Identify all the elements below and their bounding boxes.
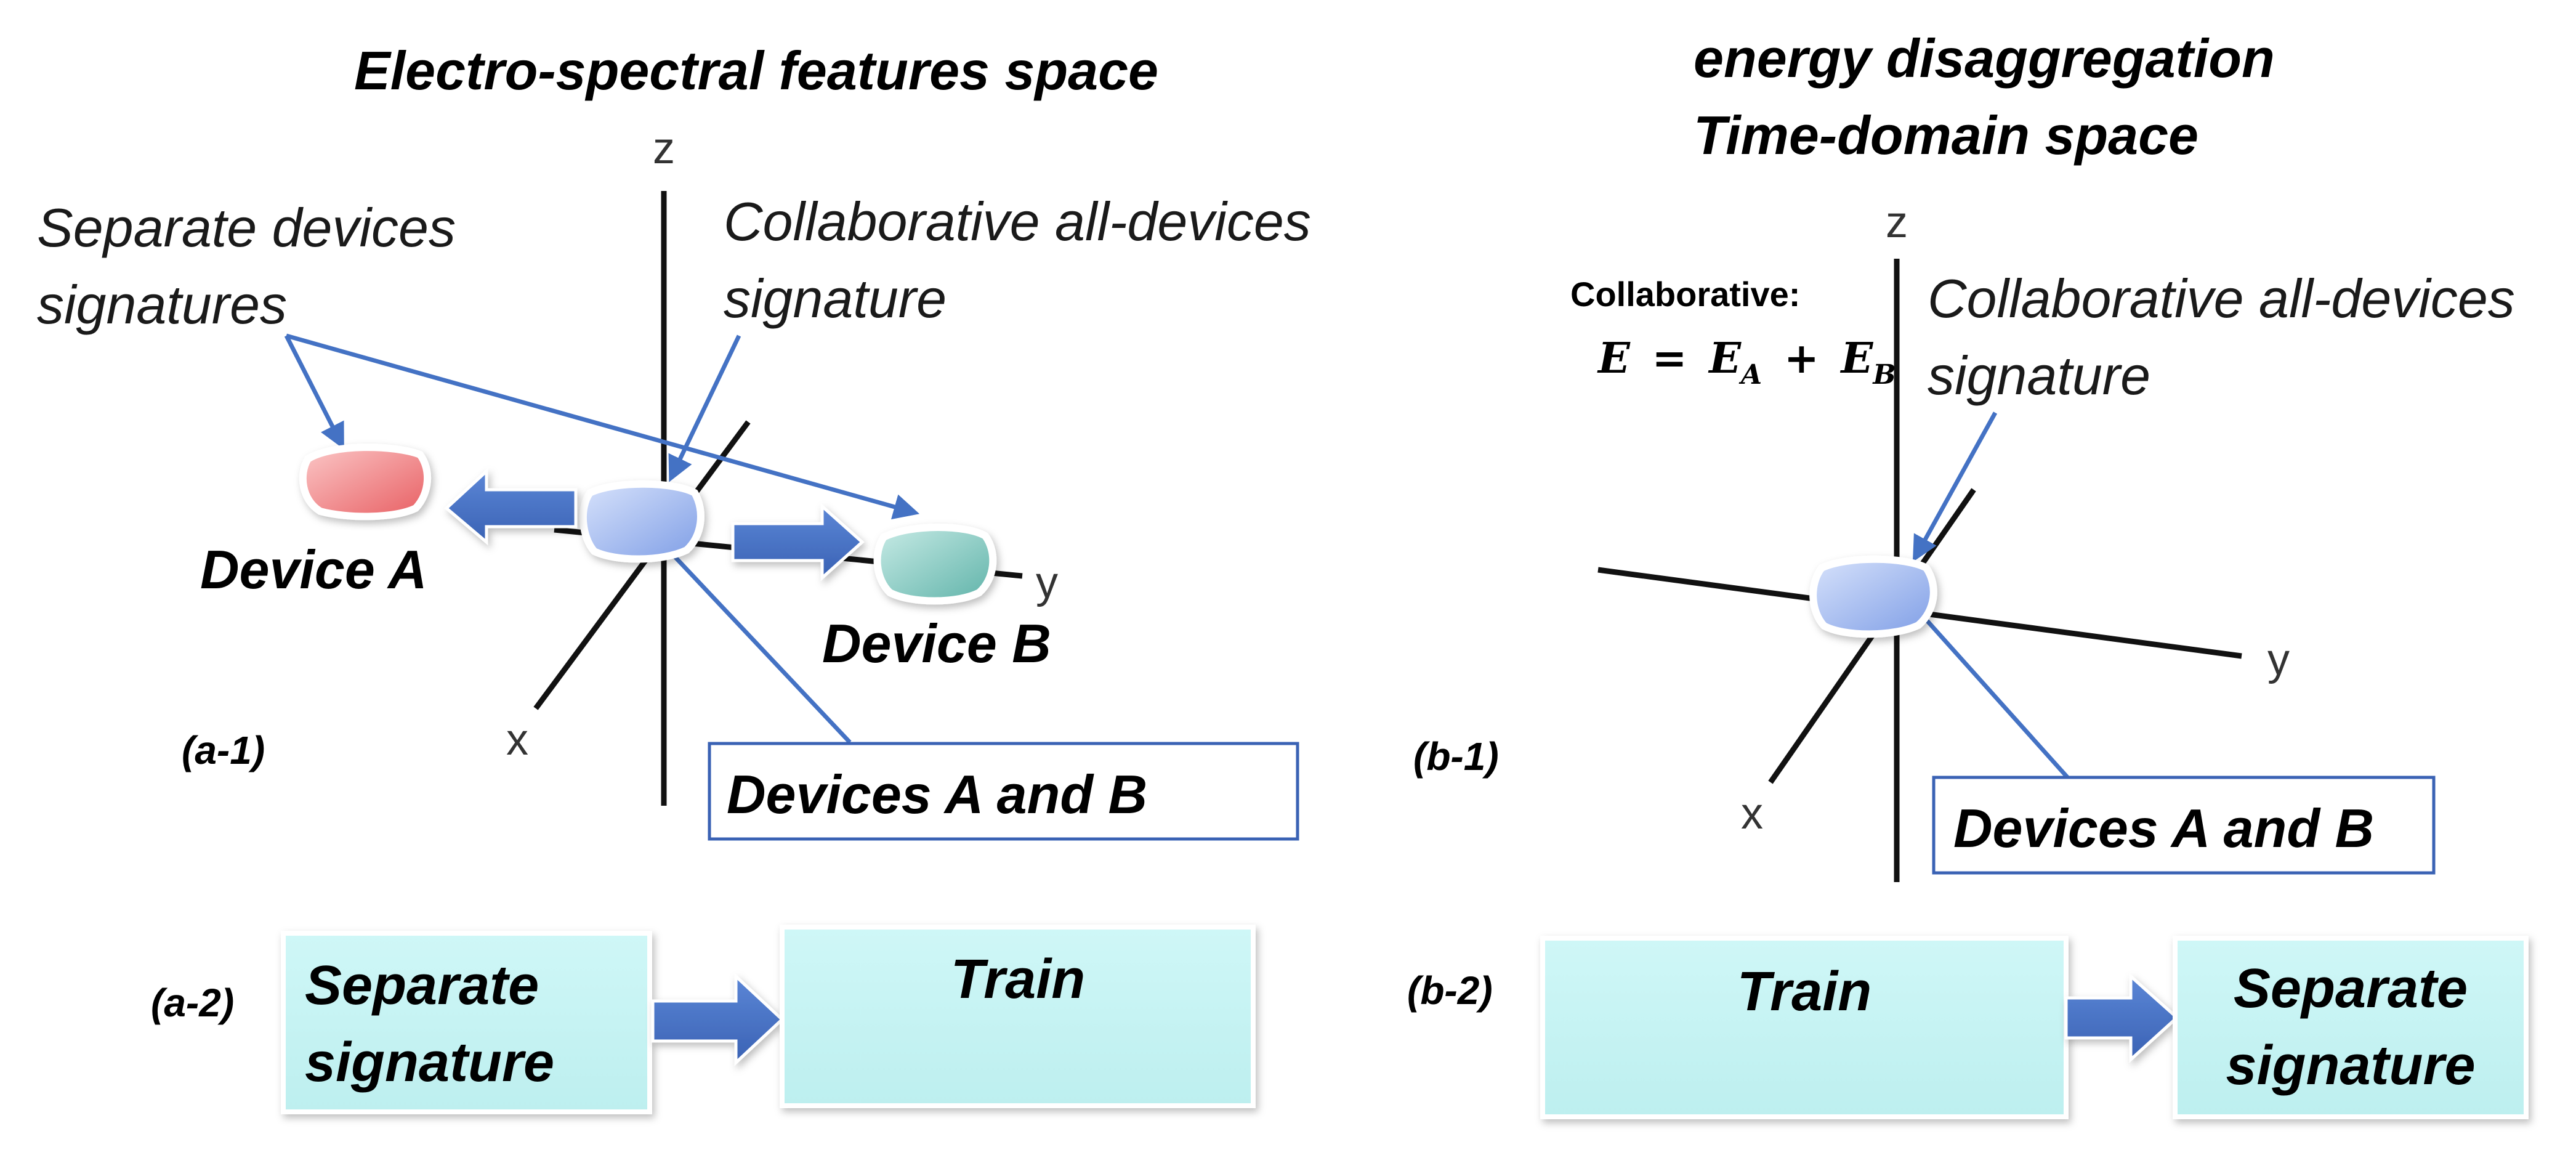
devices-ab-label-b: Devices A and B [1953, 798, 2374, 859]
panel-a-z-label: z [653, 124, 675, 173]
arrow-to-device-a [444, 468, 578, 546]
panel-a-y-label: y [1036, 558, 1058, 607]
eq-sub2: B [1871, 359, 1896, 391]
collab-signature-blob-b [1809, 555, 1937, 638]
pointer-to-device-a [284, 334, 344, 450]
flow-a-train-label: Train [951, 949, 1085, 1010]
flow-a-separate-line1: Separate [305, 955, 539, 1016]
flow-b-separate-line2: signature [2226, 1035, 2475, 1096]
panel-b-x-label: x [1741, 789, 1763, 838]
panel-b-collab-label: Collaborative: [1570, 275, 1800, 314]
flow-b-train-box [1540, 936, 2069, 1119]
panel-a-note-collab-1: Collaborative all-devices [724, 191, 1311, 252]
panel-b-note-collab-1: Collaborative all-devices [1928, 268, 2515, 329]
panel-b1-label: (b-1) [1413, 734, 1499, 779]
panel-b-title-2: Time-domain space [1694, 105, 2198, 166]
pointer-to-device-b [286, 333, 920, 520]
device-b-signature-blob [873, 524, 997, 605]
eq-term2: E [1840, 334, 1874, 383]
panel-a-pointers [284, 333, 920, 744]
pointer-to-collab-a [668, 334, 741, 482]
flow-a-arrow [651, 973, 785, 1066]
panel-b-pointers [1905, 411, 2071, 781]
flow-a-separate-line2: signature [305, 1032, 554, 1093]
flow-b-separate-box [2173, 936, 2529, 1119]
eq-plus: + [1784, 334, 1819, 383]
flow-b-train-label: Train [1737, 961, 1871, 1023]
panel-b-y-label: y [2267, 635, 2290, 684]
panel-a-note-separate-2: signatures [37, 274, 287, 335]
device-a-label: Device A [200, 539, 427, 600]
panel-b2-label: (b-2) [1407, 968, 1493, 1013]
flow-b-separate-line1: Separate [2234, 958, 2468, 1019]
panel-a1-label: (a-1) [182, 728, 265, 772]
device-a-signature-blob [299, 444, 432, 521]
flow-b-arrow [2064, 973, 2179, 1063]
eq-sub1: A [1738, 359, 1762, 391]
eq-term1: E [1708, 334, 1742, 383]
panel-b-equation: E = EA + EB [1597, 334, 1896, 394]
panel-b-note-collab-2: signature [1928, 345, 2150, 406]
flow-a-train-box [780, 925, 1256, 1108]
flow-a-separate-box [281, 931, 652, 1114]
devices-ab-box-b [1932, 776, 2436, 875]
eq-lhs: E [1597, 334, 1631, 383]
pointer-from-devices-ab-a [640, 519, 852, 744]
panel-a-x-axis [533, 420, 751, 710]
pointer-to-collab-b [1912, 411, 1998, 562]
panel-a-note-collab-2: signature [724, 268, 947, 329]
collab-signature-blob-a [579, 480, 705, 563]
devices-ab-box-a [708, 742, 1299, 841]
pointer-from-devices-ab-b [1905, 596, 2071, 781]
arrow-to-device-b [731, 503, 865, 582]
devices-ab-label-a: Devices A and B [727, 764, 1147, 825]
panel-a2-label: (a-2) [151, 981, 234, 1025]
panel-a-note-separate-1: Separate devices [37, 197, 456, 258]
panel-b-z-label: z [1886, 198, 1908, 247]
panel-a-x-label: x [506, 715, 528, 764]
panel-b-title-1: energy disaggregation [1694, 28, 2275, 89]
device-b-label: Device B [822, 613, 1051, 674]
panel-a-title: Electro-spectral features space [354, 40, 1158, 101]
eq-equals: = [1652, 334, 1687, 383]
